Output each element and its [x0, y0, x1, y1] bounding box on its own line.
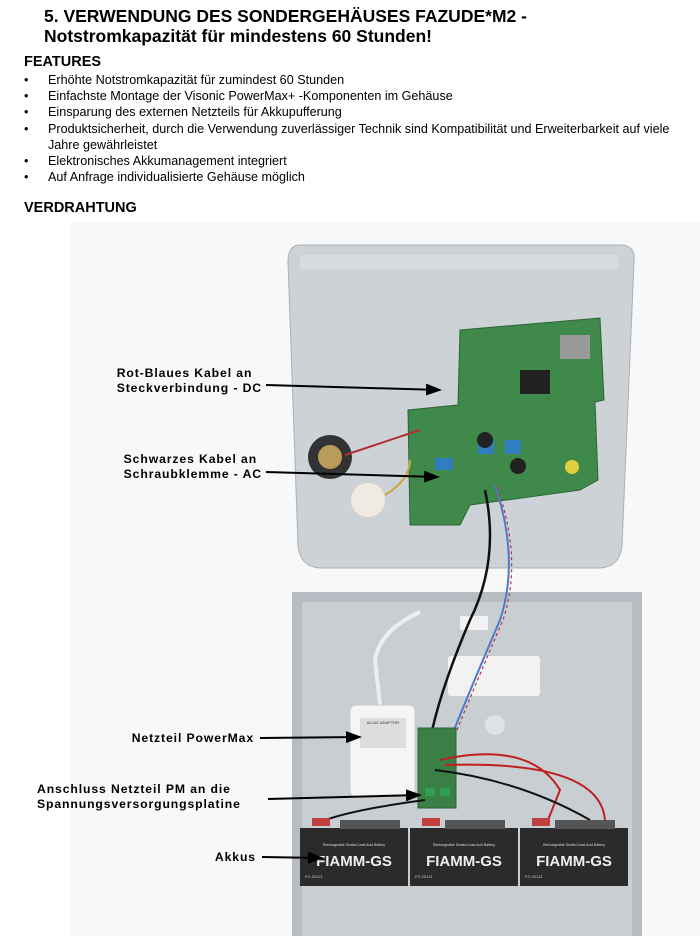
battery: Rechargeable Sealed Lead Acid Battery FI…: [410, 820, 518, 886]
svg-text:Rechargeable Sealed Lead Acid: Rechargeable Sealed Lead Acid Battery: [323, 843, 385, 847]
list-item: Auf Anfrage individualisierte Gehäuse mö…: [24, 169, 684, 185]
svg-text:FIAMM-GS: FIAMM-GS: [426, 853, 502, 870]
svg-text:FG 20121: FG 20121: [305, 874, 324, 879]
label-supply-connection: Anschluss Netzteil PM an die Spannungsve…: [37, 782, 241, 812]
label-line: Spannungsversorgungsplatine: [37, 797, 241, 811]
list-item: Elektronisches Akkumanagement integriert: [24, 153, 684, 169]
list-item: Erhöhte Notstromkapazität für zumindest …: [24, 72, 684, 88]
title-line-1: 5. VERWENDUNG DES SONDERGEHÄUSES FAZUDE*…: [44, 6, 527, 26]
label-line: Schraubklemme - AC: [123, 467, 262, 481]
battery: Rechargeable Sealed Lead Acid Battery FI…: [300, 820, 408, 886]
svg-text:Rechargeable Sealed Lead Acid: Rechargeable Sealed Lead Acid Battery: [543, 843, 605, 847]
label-line: Steckverbindung - DC: [116, 381, 262, 395]
features-list: Erhöhte Notstromkapazität für zumindest …: [24, 72, 684, 186]
page-title: 5. VERWENDUNG DES SONDERGEHÄUSES FAZUDE*…: [44, 6, 527, 46]
label-black-cable: Schwarzes Kabel an Schraubklemme - AC: [124, 452, 262, 482]
svg-text:FG 20121: FG 20121: [525, 874, 544, 879]
label-power-supply: Netzteil PowerMax: [131, 731, 254, 745]
tamper-pad: [351, 483, 385, 517]
label-line: Schwarzes Kabel an: [123, 452, 258, 466]
label-line: Rot-Blaues Kabel an: [116, 366, 253, 380]
svg-text:FIAMM-GS: FIAMM-GS: [536, 853, 612, 870]
wiring-heading: VERDRAHTUNG: [24, 200, 137, 216]
title-line-2: Notstromkapazität für mindestens 60 Stun…: [44, 26, 432, 46]
label-line: Anschluss Netzteil PM an die: [37, 782, 231, 796]
svg-text:FIAMM-GS: FIAMM-GS: [316, 853, 392, 870]
svg-text:Rechargeable Sealed Lead Acid: Rechargeable Sealed Lead Acid Battery: [433, 843, 495, 847]
main-pcb: [407, 317, 605, 526]
svg-text:FG 20121: FG 20121: [415, 874, 434, 879]
features-heading: FEATURES: [24, 54, 102, 70]
label-batteries: Akkus: [214, 850, 256, 864]
adapter-label: AC/AC ADAPTOR: [367, 720, 399, 725]
list-item: Einsparung des externen Netzteils für Ak…: [24, 104, 684, 120]
callout-arrows: [259, 383, 442, 864]
supply-pcb: [417, 727, 457, 809]
battery: Rechargeable Sealed Lead Acid Battery FI…: [520, 820, 628, 886]
list-item: Einfachste Montage der Visonic PowerMax+…: [24, 88, 684, 104]
list-item: Produktsicherheit, durch die Verwendung …: [24, 121, 684, 153]
label-red-blue-cable: Rot-Blaues Kabel an Steckverbindung - DC: [117, 366, 262, 396]
